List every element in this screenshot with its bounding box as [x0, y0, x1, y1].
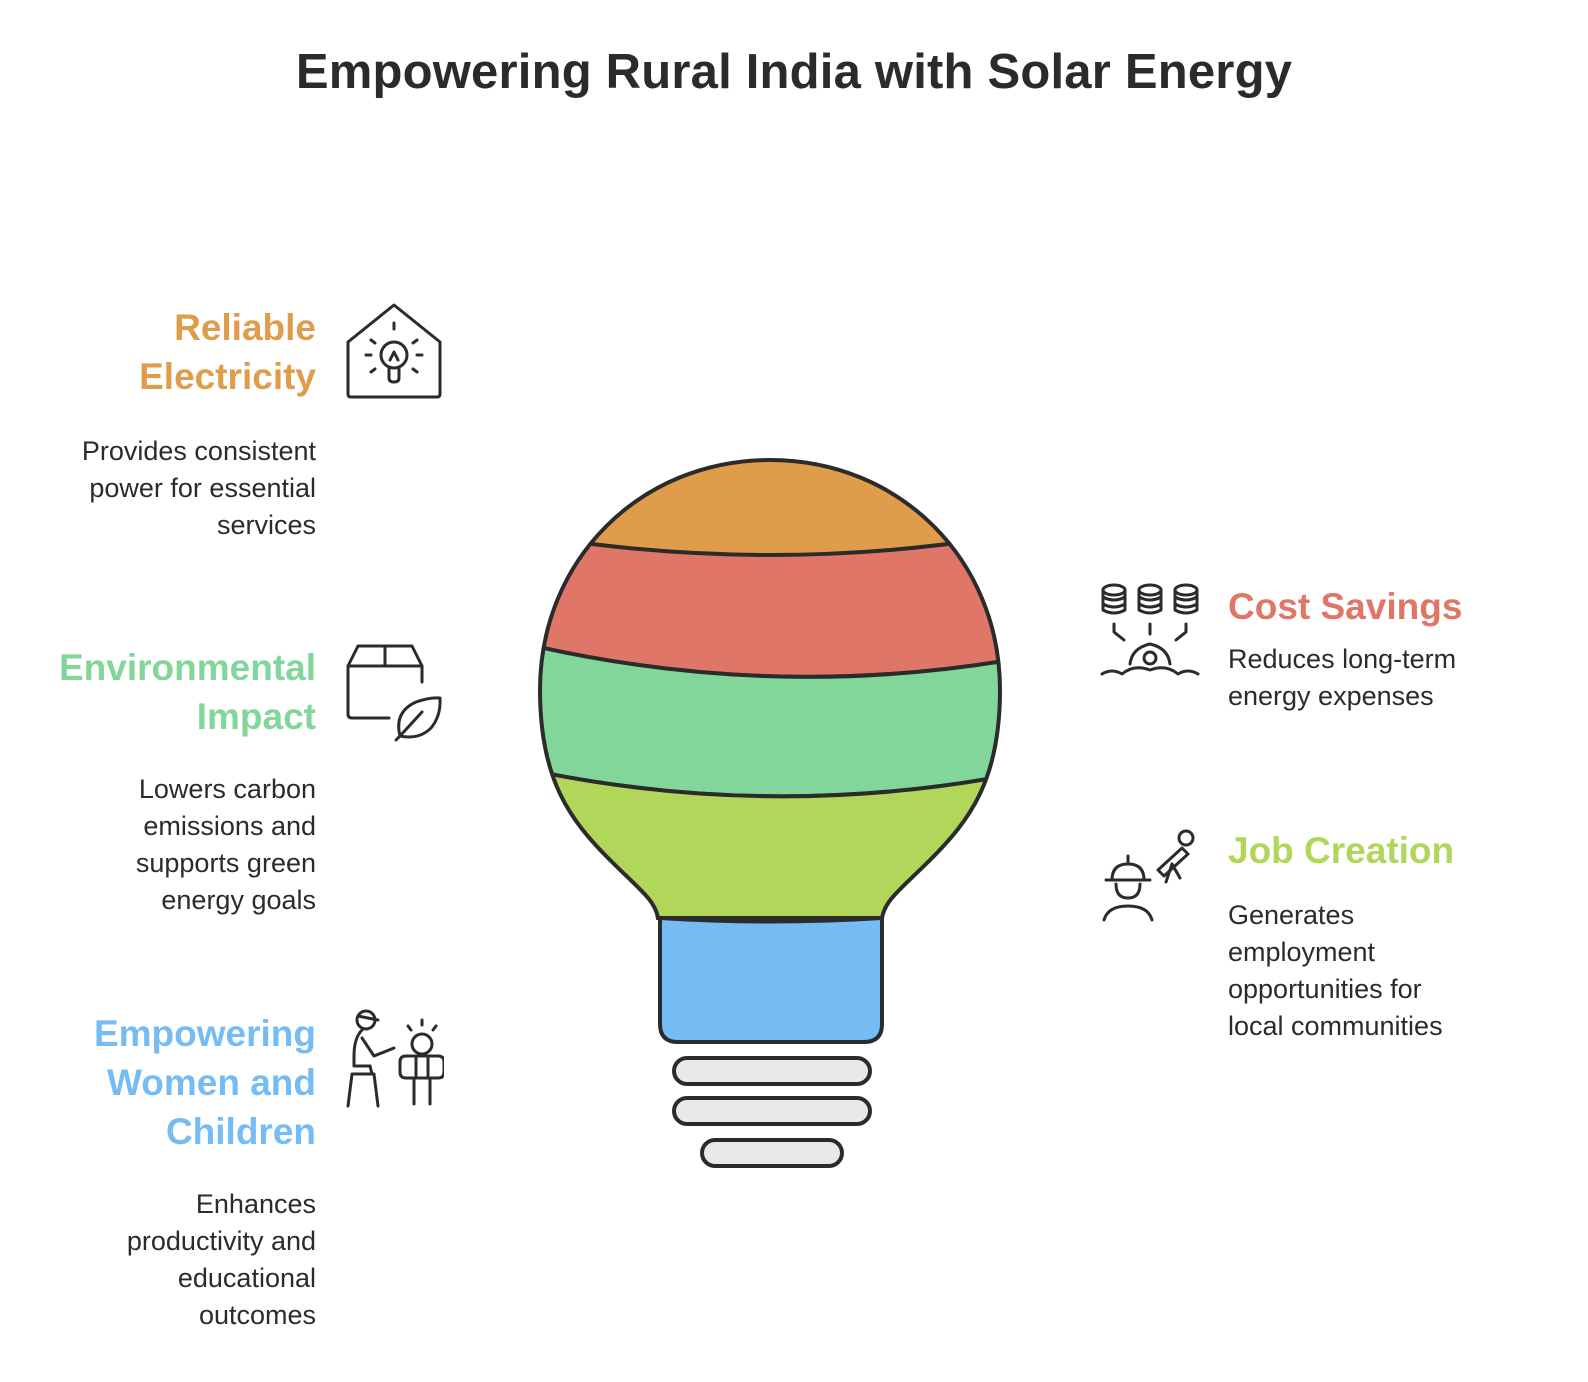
jobs-desc-line3: opportunities for: [1228, 974, 1422, 1004]
empowering-women-heading: Empowering Women and Children: [20, 1009, 316, 1156]
job-creation-desc: Generates employment opportunities for l…: [1228, 897, 1568, 1045]
page-title: Empowering Rural India with Solar Energy: [295, 45, 1293, 99]
environment-desc-line2: emissions and: [143, 811, 316, 841]
woman-child-icon: [344, 1008, 444, 1108]
house-lightbulb-icon: [344, 302, 444, 402]
lightbulb-diagram: [530, 450, 1010, 1185]
women-heading-line1: Empowering: [93, 1013, 316, 1054]
environment-desc-line1: Lowers carbon: [138, 774, 316, 804]
reliable-heading-line2: Electricity: [139, 356, 316, 397]
environment-heading-line2: Impact: [196, 696, 316, 737]
bulb-segment-women: [658, 915, 884, 1044]
cost-savings-desc: Reduces long-term energy expenses: [1228, 641, 1568, 715]
environment-desc-line3: supports green: [135, 848, 316, 878]
jobs-desc-line2: employment: [1228, 937, 1376, 967]
cost-desc-line2: energy expenses: [1228, 681, 1434, 711]
job-creation-heading: Job Creation: [1228, 830, 1455, 871]
coins-gear-icon: [1100, 582, 1200, 682]
empowering-women-block: Empowering Women and Children Enhances p…: [20, 1009, 316, 1334]
jobs-desc-line4: local communities: [1228, 1011, 1443, 1041]
cost-savings-block: Cost Savings Reduces long-term energy ex…: [1228, 582, 1568, 715]
women-desc-line4: outcomes: [198, 1300, 316, 1330]
cost-savings-heading: Cost Savings: [1228, 586, 1463, 627]
bulb-segment-cost: [540, 532, 1000, 679]
worker-telescope-icon: [1100, 826, 1200, 926]
women-heading-line2: Women and: [107, 1062, 316, 1103]
reliable-heading-line1: Reliable: [174, 307, 316, 348]
environmental-impact-block: Environmental Impact Lowers carbon emiss…: [20, 643, 316, 919]
environmental-impact-heading: Environmental Impact: [20, 643, 316, 741]
cost-desc-line1: Reduces long-term: [1228, 644, 1457, 674]
environment-heading-line1: Environmental: [59, 647, 316, 688]
women-desc-line1: Enhances: [195, 1189, 316, 1219]
jobs-desc-line1: Generates: [1228, 900, 1355, 930]
women-heading-line3: Children: [165, 1111, 316, 1152]
reliable-electricity-block: Reliable Electricity Provides consistent…: [20, 303, 316, 544]
environmental-impact-desc: Lowers carbon emissions and supports gre…: [20, 771, 316, 919]
bulb-base-ring-2: [672, 1096, 872, 1126]
women-desc-line3: educational: [177, 1263, 316, 1293]
reliable-desc-line3: services: [216, 510, 316, 540]
bulb-base-ring-1: [672, 1056, 872, 1086]
reliable-desc-line2: power for essential: [89, 473, 316, 503]
women-desc-line2: productivity and: [126, 1226, 316, 1256]
reliable-desc-line1: Provides consistent: [81, 436, 316, 466]
bulb-base-ring-3: [700, 1138, 844, 1168]
bulb-outline: [537, 457, 1003, 920]
environment-desc-line4: energy goals: [161, 885, 316, 915]
reliable-electricity-heading: Reliable Electricity: [20, 303, 316, 401]
box-leaf-icon: [344, 642, 444, 742]
reliable-electricity-desc: Provides consistent power for essential …: [20, 433, 316, 544]
job-creation-block: Job Creation Generates employment opport…: [1228, 826, 1568, 1045]
empowering-women-desc: Enhances productivity and educational ou…: [20, 1186, 316, 1334]
